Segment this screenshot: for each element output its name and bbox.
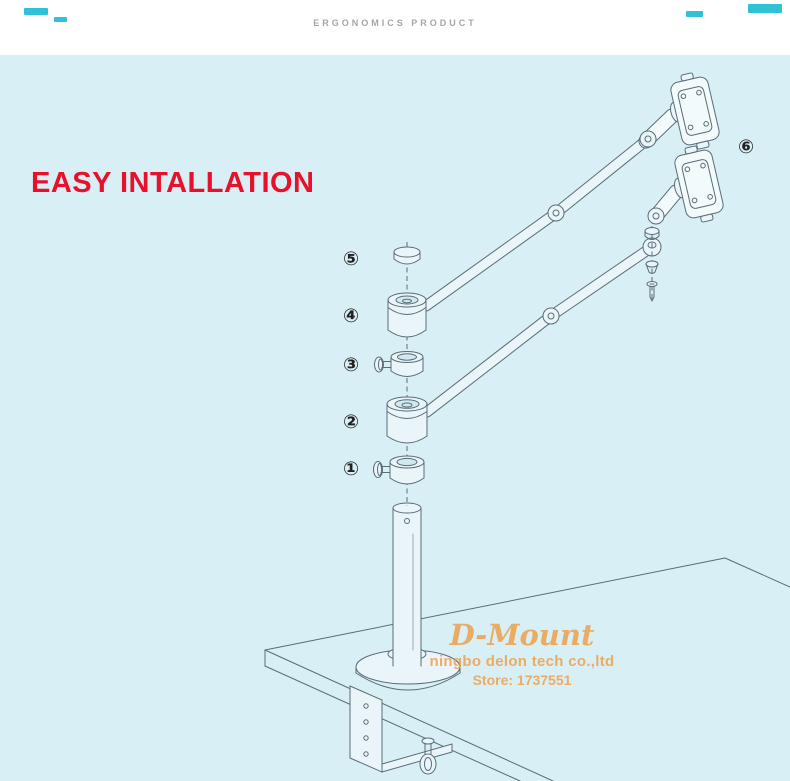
fastener-stack	[644, 227, 660, 302]
accent-dash	[24, 8, 48, 15]
upper-monitor-mount	[638, 72, 720, 150]
page-title: EASY INTALLATION	[31, 167, 315, 199]
vesa-plate-lower	[674, 145, 724, 223]
part-3-collar	[374, 351, 424, 377]
part-label-4: ④	[342, 305, 360, 327]
accent-dash	[54, 17, 67, 22]
part-4-spacer	[387, 292, 427, 338]
part-label-6: ⑥	[737, 136, 755, 158]
header: ERGONOMICS PRODUCT	[0, 0, 790, 55]
watermark-brand: D-Mount	[449, 618, 595, 652]
desk-clamp	[349, 685, 453, 775]
part-2-spacer	[386, 396, 428, 444]
lower-monitor-mount	[644, 145, 724, 302]
part-label-5: ⑤	[342, 248, 360, 270]
watermark-company: ningbo delon tech co.,ltd	[429, 653, 615, 670]
header-label: ERGONOMICS PRODUCT	[313, 18, 477, 28]
part-label-2: ②	[342, 411, 360, 433]
lower-arm	[421, 237, 662, 418]
vesa-plate-upper	[670, 72, 720, 150]
installation-diagram	[264, 72, 790, 781]
desk	[264, 557, 790, 781]
part-1-collar	[373, 455, 425, 485]
part-label-3: ③	[342, 354, 360, 376]
diagram-canvas: EASY INTALLATION	[0, 55, 790, 781]
accent-dash	[748, 4, 782, 13]
watermark-store: Store: 1737551	[472, 672, 572, 688]
watermark: D-Mount ningbo delon tech co.,ltd Store:…	[429, 618, 615, 689]
upper-arm	[420, 133, 654, 312]
part-5-cap	[393, 246, 421, 265]
part-label-1: ①	[342, 458, 360, 480]
pole	[392, 502, 422, 667]
accent-dash	[686, 11, 703, 17]
